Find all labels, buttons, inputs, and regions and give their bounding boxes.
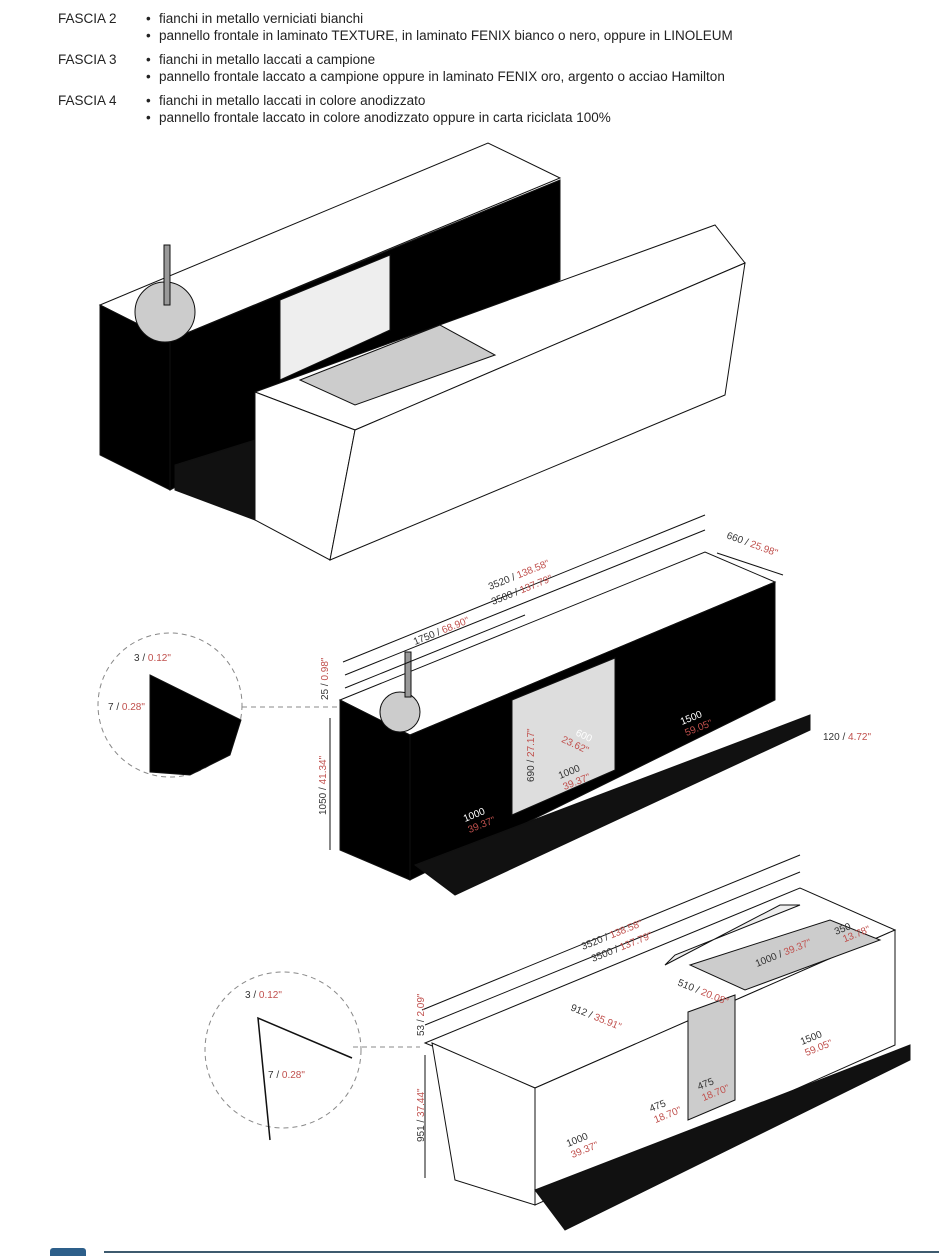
spec-item: fianchi in metallo verniciati bianchi	[146, 10, 733, 27]
front-view-black	[97, 514, 811, 896]
spec-fascia-4: FASCIA 4 fianchi in metallo laccati in c…	[58, 92, 611, 126]
spec-item: pannello frontale in laminato TEXTURE, i…	[146, 27, 733, 44]
dim-line-depth	[716, 552, 784, 576]
spec-item: pannello frontale laccato a campione opp…	[146, 68, 725, 85]
front-view-white	[204, 854, 911, 1231]
footer-rule	[104, 1251, 939, 1253]
dim-top-thickness: 25 / 0.98"	[320, 657, 331, 700]
dim-line-total	[342, 514, 706, 663]
detail-circle	[97, 632, 243, 778]
dim-line-half	[344, 614, 526, 689]
faucet	[163, 244, 171, 306]
spec-fascia-2: FASCIA 2 fianchi in metallo verniciati b…	[58, 10, 733, 44]
faucet	[404, 651, 412, 698]
footer-page-tab	[50, 1248, 86, 1256]
front-counter-front	[329, 262, 746, 561]
footrest	[534, 1044, 911, 1231]
dim-depth: 660 / 25.98"	[725, 530, 780, 559]
detail-screw: 7 / 0.28"	[108, 702, 145, 713]
spec-item: fianchi in metallo laccati in colore ano…	[146, 92, 611, 109]
dim-footrest-height: 120 / 4.72"	[823, 732, 871, 743]
spec-label: FASCIA 2	[58, 11, 117, 26]
food-well	[688, 919, 882, 991]
dim-line-body	[344, 529, 706, 676]
dim-line-body	[424, 871, 801, 1026]
detail-panel	[257, 1016, 353, 1141]
dim-top-thickness: 53 / 2.09"	[416, 993, 427, 1036]
dim-niche-height: 690 / 27.17"	[526, 728, 537, 782]
sink	[379, 691, 421, 733]
detail-panel	[149, 674, 242, 776]
door-panel	[687, 994, 736, 1121]
perspective-view	[98, 142, 746, 561]
dim-height: 951 / 37.44"	[416, 1088, 427, 1142]
food-well	[298, 324, 497, 406]
spec-item: fianchi in metallo laccati a campione	[146, 51, 725, 68]
open-niche	[511, 657, 616, 816]
spec-label: FASCIA 4	[58, 93, 117, 108]
detail-gap: 3 / 0.12"	[245, 990, 282, 1001]
open-niche	[279, 254, 391, 381]
detail-gap: 3 / 0.12"	[134, 653, 171, 664]
detail-circle	[204, 971, 362, 1129]
spec-item: pannello frontale laccato in colore anod…	[146, 109, 611, 126]
footrest	[413, 714, 811, 896]
footrest	[174, 439, 256, 521]
dim-line-total	[421, 854, 801, 1011]
dim-half-length: 1750 / 68.90"	[412, 615, 471, 648]
spec-fascia-3: FASCIA 3 fianchi in metallo laccati a ca…	[58, 51, 725, 85]
detail-screw: 7 / 0.28"	[268, 1070, 305, 1081]
spec-label: FASCIA 3	[58, 52, 117, 67]
dim-height: 1050 / 41.34"	[318, 755, 329, 815]
sneeze-guard	[664, 904, 801, 966]
